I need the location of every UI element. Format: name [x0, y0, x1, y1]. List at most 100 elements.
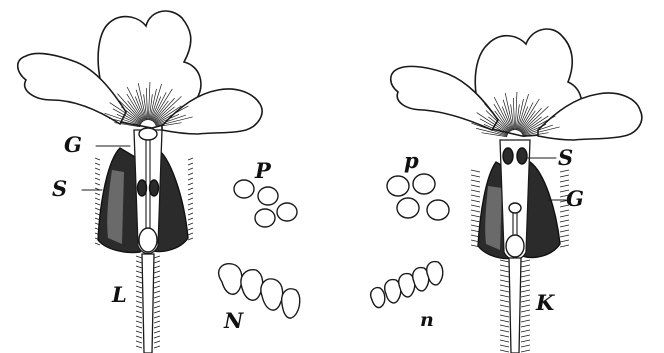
calyx-hair	[188, 213, 193, 215]
stalk-hair	[136, 326, 142, 328]
calyx-hair	[95, 178, 100, 180]
calyx-hair	[188, 228, 193, 230]
stalk-hair	[136, 281, 142, 283]
calyx-hair	[560, 215, 569, 217]
right-flower-stigma	[509, 203, 521, 213]
pollen-grain	[258, 187, 278, 205]
stalk-hair	[136, 286, 142, 288]
label-n-large: N	[223, 308, 244, 333]
left-label-s: S	[52, 176, 67, 201]
calyx-hair	[471, 225, 480, 227]
calyx-hair	[188, 238, 193, 240]
right-flower-anther	[517, 148, 527, 164]
stalk-hair	[500, 340, 509, 342]
stalk-hair	[521, 285, 530, 287]
stalk-hair	[136, 271, 142, 273]
stalk-hair	[136, 291, 142, 293]
stalk-hair	[136, 331, 142, 333]
stalk-hair	[500, 270, 509, 272]
stalk-hair	[154, 261, 160, 263]
calyx-hair	[471, 175, 480, 177]
stalk-hair	[154, 296, 160, 298]
pollen-grain	[387, 176, 409, 196]
stalk-hair	[500, 285, 509, 287]
stalk-hair	[136, 311, 142, 313]
stalk-hair	[521, 305, 530, 307]
pollen-group-large: P	[234, 158, 297, 227]
left-flower-stigma	[139, 128, 157, 140]
calyx-hair	[95, 243, 100, 245]
stalk-hair	[154, 316, 160, 318]
stalk-hair	[136, 261, 142, 263]
stalk-hair	[154, 286, 160, 288]
stalk-hair	[136, 316, 142, 318]
left-label-g: G	[64, 132, 82, 157]
calyx-hair	[560, 240, 569, 242]
stalk-hair	[521, 325, 530, 327]
stalk-hair	[500, 265, 509, 267]
stalk-hair	[154, 306, 160, 308]
calyx-hair	[560, 230, 569, 232]
stalk-hair	[154, 341, 160, 343]
stalk-hair	[521, 260, 530, 262]
calyx-hair	[188, 198, 193, 200]
calyx-hair	[471, 205, 480, 207]
right-label-s: S	[558, 145, 573, 170]
calyx-hair	[95, 203, 100, 205]
calyx-hair	[95, 213, 100, 215]
papilla	[241, 270, 263, 301]
stalk-hair	[136, 276, 142, 278]
calyx-hair	[188, 208, 193, 210]
stalk-hair	[521, 295, 530, 297]
stalk-hair	[500, 275, 509, 277]
stalk-hair	[154, 266, 160, 268]
stalk-hair	[136, 266, 142, 268]
stalk-hair	[154, 271, 160, 273]
stalk-hair	[154, 346, 160, 348]
right-flower-stalk	[509, 258, 521, 353]
calyx-hair	[560, 175, 569, 177]
stalk-hair	[154, 326, 160, 328]
calyx-hair	[95, 198, 100, 200]
stalk-hair	[154, 331, 160, 333]
petal-vein	[481, 133, 507, 137]
left-flower-stalk	[142, 254, 154, 353]
right-label-g: G	[566, 186, 584, 211]
calyx-hair	[188, 203, 193, 205]
stalk-hair	[136, 341, 142, 343]
stalk-hair	[154, 301, 160, 303]
stalk-hair	[521, 345, 530, 347]
calyx-hair	[95, 163, 100, 165]
calyx-hair	[471, 215, 480, 217]
stalk-hair	[136, 336, 142, 338]
calyx-hair	[188, 193, 193, 195]
papillae-group-small: n	[371, 262, 443, 331]
calyx-hair	[471, 210, 480, 212]
calyx-hair	[471, 220, 480, 222]
stalk-hair	[521, 350, 530, 352]
calyx-hair	[95, 158, 100, 160]
stalk-hair	[154, 321, 160, 323]
calyx-hair	[560, 180, 569, 182]
calyx-hair	[560, 235, 569, 237]
calyx-hair	[471, 195, 480, 197]
right-flower-ovary	[506, 235, 524, 257]
stalk-hair	[154, 256, 160, 258]
stalk-hair	[136, 306, 142, 308]
calyx-hair	[188, 223, 193, 225]
stalk-hair	[154, 311, 160, 313]
right-flower-anther	[503, 148, 513, 164]
calyx-hair	[188, 188, 193, 190]
stalk-hair	[500, 315, 509, 317]
stalk-hair	[500, 345, 509, 347]
calyx-hair	[188, 163, 193, 165]
stalk-hair	[521, 270, 530, 272]
calyx-hair	[471, 200, 480, 202]
stalk-hair	[136, 321, 142, 323]
papilla	[261, 279, 283, 310]
calyx-hair	[560, 170, 569, 172]
calyx-hair	[471, 190, 480, 192]
calyx-hair	[95, 183, 100, 185]
stalk-hair	[521, 320, 530, 322]
